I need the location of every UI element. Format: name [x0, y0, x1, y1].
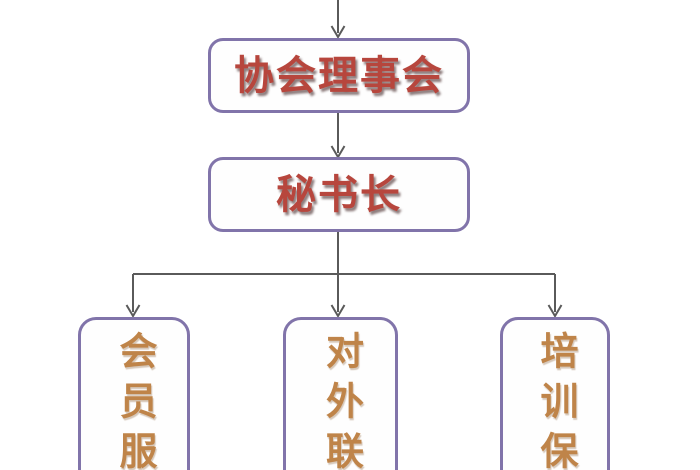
node-dept-external-liaison: 对外联: [283, 317, 398, 470]
node-secretary: 秘书长: [208, 157, 470, 232]
arrow-down-icon: [547, 304, 563, 318]
node-secretary-label: 秘书长: [276, 171, 402, 217]
node-dept-training-support: 培训保: [500, 317, 610, 470]
arrow-down-icon: [330, 304, 346, 318]
node-dept-training-support-label: 培训保: [534, 331, 576, 470]
arrow-down-icon: [125, 304, 141, 318]
connector-secretary-stem: [133, 232, 555, 275]
node-board-label: 协会理事会: [234, 52, 444, 98]
connector-to-dept-middle: [330, 274, 346, 318]
node-dept-member-service: 会员服: [78, 317, 190, 470]
connector-to-dept-right: [547, 274, 563, 318]
node-dept-member-service-label: 会员服: [113, 331, 155, 470]
connector-to-dept-left: [125, 274, 141, 318]
arrow-down-icon: [330, 25, 346, 39]
connector-board-to-secretary: [330, 113, 346, 159]
arrow-down-icon: [330, 145, 346, 159]
connector-top-to-board: [330, 0, 346, 39]
node-board: 协会理事会: [208, 38, 470, 113]
node-dept-external-liaison-label: 对外联: [319, 331, 362, 470]
